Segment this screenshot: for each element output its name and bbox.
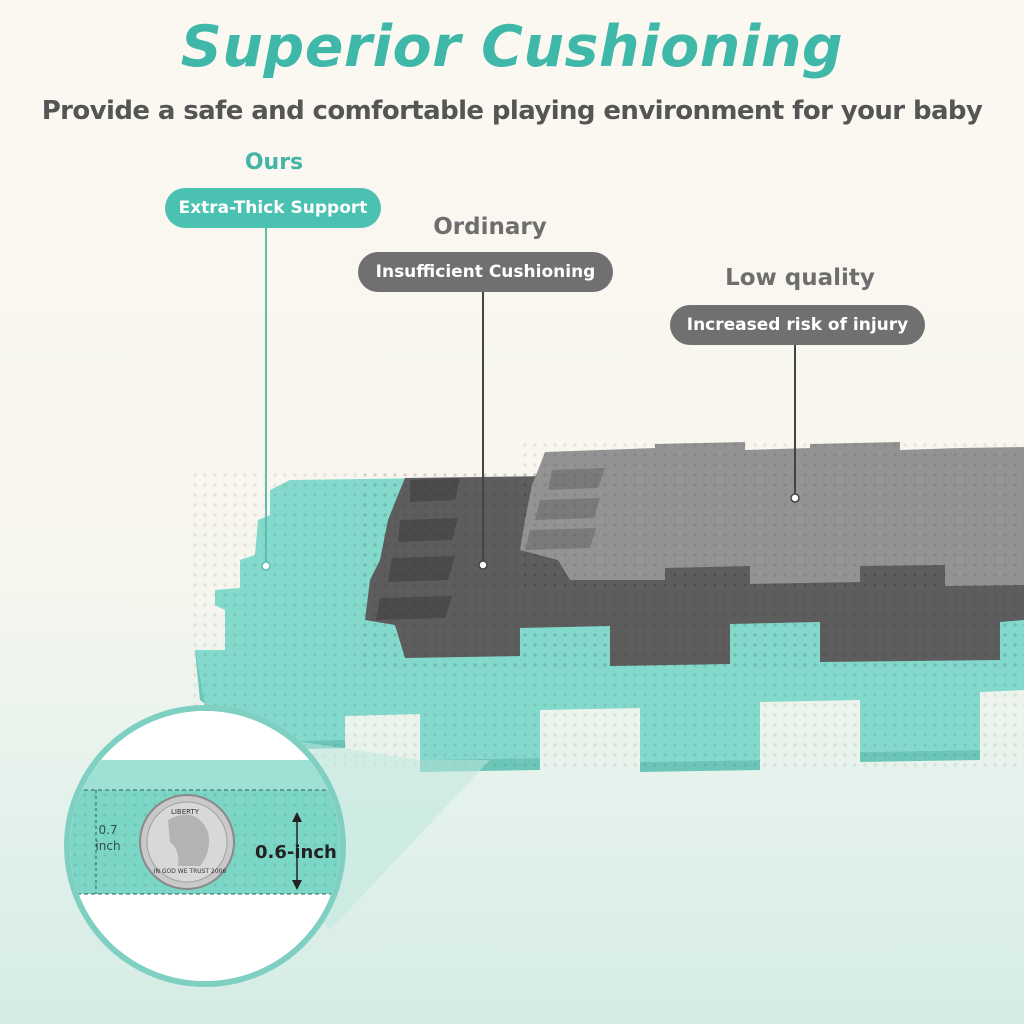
ours-tag-badge: Extra-Thick Support bbox=[165, 188, 381, 228]
page-subtitle: Provide a safe and comfortable playing e… bbox=[41, 96, 983, 126]
coin-top-text: LIBERTY bbox=[170, 808, 200, 816]
low-quality-label: Low quality bbox=[725, 265, 875, 291]
page-title: Superior Cushioning bbox=[180, 14, 844, 80]
ordinary-tag-badge: Insufficient Cushioning bbox=[358, 252, 613, 292]
callout-lines bbox=[261, 228, 800, 571]
side-thickness-label: 0.7 inch bbox=[95, 823, 121, 853]
light-gray-mat bbox=[520, 440, 1024, 590]
thickness-detail-circle bbox=[64, 705, 346, 987]
coin-bottom-text: IN GOD WE TRUST 2006 bbox=[153, 868, 227, 875]
ordinary-label: Ordinary bbox=[433, 214, 547, 240]
thickness-measurement-label: 0.6-inch bbox=[255, 842, 337, 863]
low-quality-tag-badge: Increased risk of injury bbox=[670, 305, 925, 345]
ours-label: Ours bbox=[244, 150, 304, 175]
